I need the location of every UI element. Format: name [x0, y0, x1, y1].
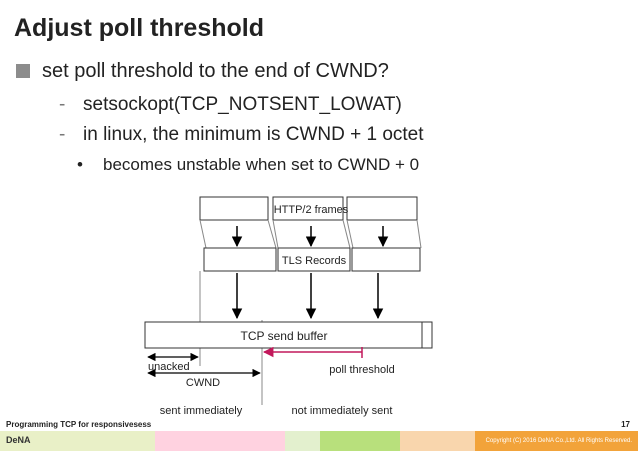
- footer-segment: [0, 431, 155, 451]
- page-number: 17: [621, 420, 630, 429]
- footer-segment: [320, 431, 400, 451]
- dena-logo: DeNA: [6, 435, 31, 445]
- sub-bullet-2-text: in linux, the minimum is CWND + 1 octet: [83, 124, 424, 145]
- http2-frames: HTTP/2 frames: [199, 196, 418, 221]
- footer-title: Programming TCP for responsivesess: [6, 420, 152, 429]
- sub-bullet-2: -in linux, the minimum is CWND + 1 octet: [59, 124, 424, 146]
- sub-bullet-1: -setsockopt(TCP_NOTSENT_LOWAT): [59, 94, 402, 116]
- not-immediately-sent-label: not immediately sent: [292, 405, 393, 417]
- dash-bullet-icon: -: [59, 124, 66, 145]
- sub-bullet-1-text: setsockopt(TCP_NOTSENT_LOWAT): [83, 94, 402, 115]
- frames-to-records-arrows: [231, 226, 389, 248]
- records-to-buffer-arrows: [231, 273, 384, 320]
- sent-immediately-label: sent immediately: [160, 405, 243, 417]
- footer-segment: [285, 431, 320, 451]
- footer-color-bar: [0, 431, 638, 451]
- tls-records: TLS Records: [203, 247, 421, 272]
- sub-sub-bullet-text: becomes unstable when set to CWND + 0: [103, 155, 420, 174]
- sub-sub-bullet: • becomes unstable when set to CWND + 0: [77, 155, 419, 175]
- tcp-send-buffer-label: TCP send buffer: [241, 329, 328, 343]
- bullet-1: set poll threshold to the end of CWND?: [16, 60, 389, 83]
- http2-frames-label: HTTP/2 frames: [274, 204, 349, 216]
- poll-threshold-label: poll threshold: [329, 364, 394, 376]
- footer-segment: [475, 431, 638, 451]
- tls-records-label: TLS Records: [282, 255, 347, 267]
- slide-title: Adjust poll threshold: [14, 14, 264, 42]
- bullet-1-text: set poll threshold to the end of CWND?: [42, 60, 389, 82]
- footer-segment: [155, 431, 285, 451]
- square-bullet-icon: [16, 64, 30, 78]
- footer-segment: [400, 431, 475, 451]
- slide-footer: Programming TCP for responsivesess 17 De…: [0, 418, 638, 451]
- tcp-send-buffer: TCP send buffer: [144, 321, 433, 349]
- dot-bullet-icon: •: [77, 155, 83, 174]
- unacked-label: unacked: [148, 361, 190, 373]
- cwnd-label: CWND: [186, 377, 220, 389]
- mapping-lines: [199, 219, 422, 249]
- dash-bullet-icon: -: [59, 94, 66, 115]
- copyright-text: Copyright (C) 2016 DeNA Co.,Ltd. All Rig…: [485, 438, 632, 444]
